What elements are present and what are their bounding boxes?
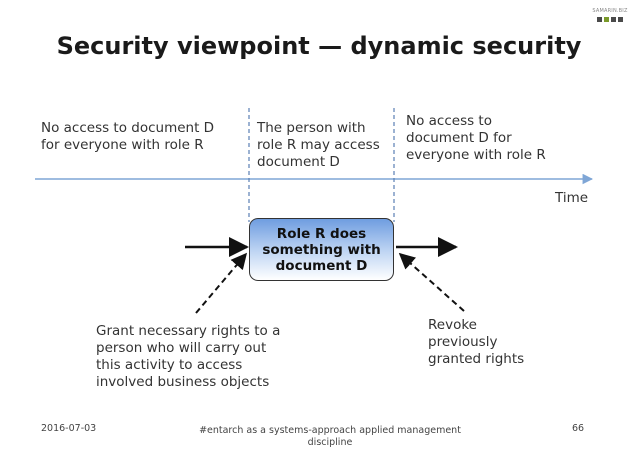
footer-date: 2016-07-03 — [41, 423, 97, 434]
logo-square — [604, 17, 609, 22]
logo-squares — [590, 17, 630, 22]
footer-caption: #entarch as a systems-approach applied m… — [180, 425, 480, 449]
logo-text: SAMARIN.BIZ — [592, 8, 628, 14]
activity-line: document D — [275, 257, 368, 274]
footer-caption-line: #entarch as a systems-approach applied m… — [199, 425, 461, 436]
revoke-line: granted rights — [428, 351, 525, 367]
logo: SAMARIN.BIZ — [590, 8, 630, 30]
revoke-line: previously — [428, 334, 498, 350]
grant-arrow — [195, 252, 248, 314]
segment-before-line: No access to document D — [41, 120, 215, 136]
segment-during: The person with role R may access docume… — [257, 120, 380, 171]
footer-caption-line: discipline — [307, 437, 353, 448]
timeline-label: Time — [555, 190, 589, 206]
activity-line: Role R does — [276, 225, 367, 242]
segment-after-line: No access to — [406, 113, 492, 129]
activity-box: Role R does something with document D — [249, 218, 394, 281]
segment-during-line: document D — [257, 154, 340, 170]
segment-after-line: document D for — [406, 130, 512, 146]
segment-after-line: everyone with role R — [406, 147, 546, 163]
revoke-note: Revoke previously granted rights — [428, 317, 524, 368]
activity-line: something with — [262, 241, 381, 258]
segment-before: No access to document D for everyone wit… — [41, 120, 214, 154]
revoke-line: Revoke — [428, 317, 477, 333]
grant-line: Grant necessary rights to a — [96, 323, 281, 339]
grant-line: person who will carry out — [96, 340, 267, 356]
grant-note: Grant necessary rights to a person who w… — [96, 323, 280, 391]
segment-during-line: The person with — [257, 120, 366, 136]
grant-line: involved business objects — [96, 374, 270, 390]
slide-title: Security viewpoint — dynamic security — [56, 32, 582, 60]
logo-square — [618, 17, 623, 22]
revoke-arrow — [398, 252, 465, 312]
segment-before-line: for everyone with role R — [41, 137, 204, 153]
grant-line: this activity to access — [96, 357, 243, 373]
segment-during-line: role R may access — [257, 137, 380, 153]
logo-square — [611, 17, 616, 22]
logo-square — [597, 17, 602, 22]
segment-after: No access to document D for everyone wit… — [406, 113, 546, 164]
page-number: 66 — [572, 423, 585, 434]
